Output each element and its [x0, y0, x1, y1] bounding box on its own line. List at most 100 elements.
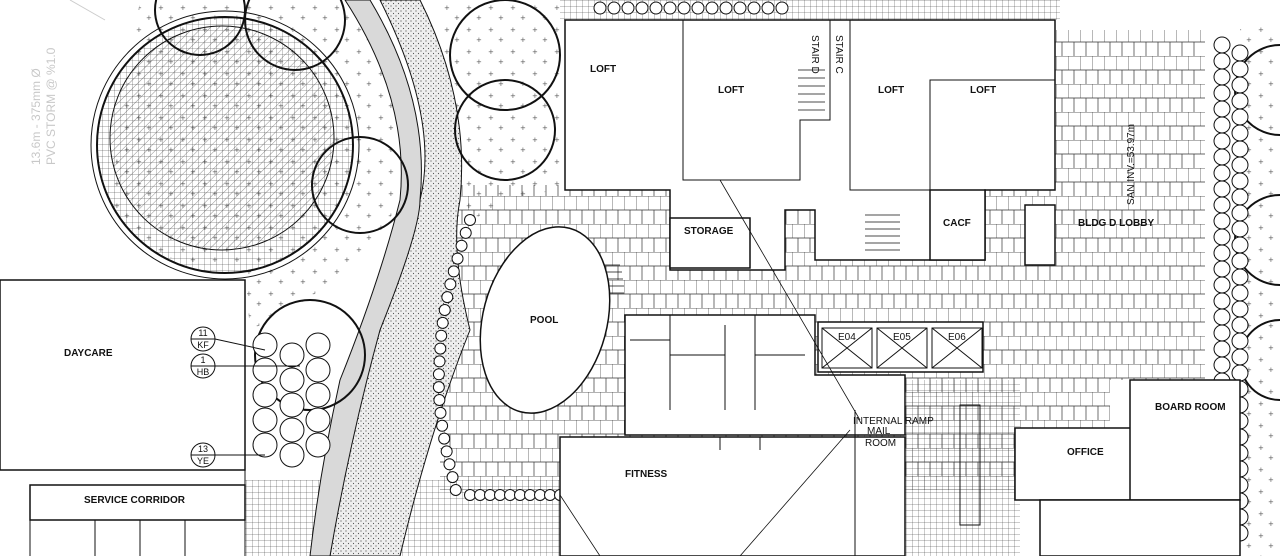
- label-stair-d: STAIR D: [809, 35, 820, 74]
- storm-annotation-1: 13.6m - 375mm Ø: [29, 68, 43, 165]
- shrub: [1231, 316, 1249, 334]
- plant-tag-kf: 11 KF: [190, 326, 266, 352]
- shrub: [1213, 164, 1231, 182]
- shrub: [444, 278, 457, 291]
- shrub: [1231, 332, 1249, 350]
- shrub: [305, 332, 331, 358]
- shrub: [1231, 284, 1249, 302]
- shrub: [279, 442, 305, 468]
- shrub: [305, 382, 331, 408]
- shrub: [747, 1, 761, 15]
- shrub: [1231, 188, 1249, 206]
- label-e05: E05: [893, 332, 911, 343]
- shrub: [436, 419, 449, 432]
- shrub: [1213, 340, 1231, 358]
- shrub: [663, 1, 677, 15]
- board-room: [1129, 379, 1241, 501]
- label-pool: POOL: [530, 315, 558, 326]
- shrub: [1231, 300, 1249, 318]
- hatched-lawn: [109, 25, 335, 251]
- shrub: [438, 304, 451, 316]
- shrub: [305, 357, 331, 383]
- label-storage: STORAGE: [684, 226, 734, 237]
- label-mail-room-1: MAIL: [867, 426, 891, 437]
- shrub: [1213, 324, 1231, 342]
- shrub: [1213, 308, 1231, 326]
- svg-text:13: 13: [198, 444, 208, 454]
- shrub: [449, 484, 462, 496]
- shrub: [1213, 148, 1231, 166]
- label-loft-4: LOFT: [970, 85, 996, 96]
- label-loft-3: LOFT: [878, 85, 904, 96]
- shrub: [451, 252, 464, 265]
- shrub: [1213, 180, 1231, 198]
- shrub: [705, 1, 719, 15]
- shrub: [775, 1, 789, 15]
- shrub: [1213, 36, 1231, 54]
- shrub: [1231, 348, 1249, 366]
- svg-text:1: 1: [200, 355, 205, 365]
- fitness-room: [559, 436, 906, 556]
- shrub: [733, 1, 747, 15]
- label-mail-room-2: ROOM: [865, 438, 896, 449]
- shrub: [1213, 116, 1231, 134]
- shrub: [1213, 228, 1231, 246]
- shrub: [252, 357, 278, 383]
- label-daycare: DAYCARE: [64, 348, 113, 359]
- stairs: [595, 69, 900, 294]
- north-paving: [560, 0, 1060, 20]
- label-stair-c: STAIR C: [833, 35, 844, 74]
- shrub: [1213, 260, 1231, 278]
- label-cacf: CACF: [943, 218, 971, 229]
- svg-text:YE: YE: [197, 456, 209, 466]
- shrub: [1231, 204, 1249, 222]
- shrub: [446, 471, 459, 484]
- label-loft-1: LOFT: [590, 64, 616, 75]
- shrub: [1231, 364, 1249, 382]
- shrub: [1213, 84, 1231, 102]
- shrub: [434, 406, 447, 419]
- label-fitness: FITNESS: [625, 469, 668, 480]
- shrub: [1213, 68, 1231, 86]
- shrub: [438, 432, 451, 445]
- shrub: [1231, 60, 1249, 78]
- shrub: [252, 382, 278, 408]
- shrub: [432, 368, 445, 381]
- plant-tag-ye: 13 YE: [190, 442, 265, 468]
- shrub: [514, 489, 526, 501]
- shrub: [1231, 172, 1249, 190]
- shrub: [279, 367, 305, 393]
- lawn-east: [1240, 20, 1280, 556]
- shrub: [1213, 212, 1231, 230]
- shrub: [252, 432, 278, 458]
- shrub: [1231, 220, 1249, 238]
- shrub: [1213, 132, 1231, 150]
- shrub: [1231, 140, 1249, 158]
- shrub: [279, 342, 305, 368]
- pool: [479, 226, 611, 414]
- shrub: [504, 489, 516, 501]
- shrub: [607, 1, 621, 15]
- svg-text:11: 11: [198, 328, 207, 338]
- label-loft-2: LOFT: [718, 85, 744, 96]
- shrub: [719, 1, 733, 15]
- shrub: [1231, 156, 1249, 174]
- shrub: [534, 489, 546, 501]
- label-board-room: BOARD ROOM: [1155, 402, 1226, 413]
- shrub: [1231, 76, 1249, 94]
- shrub: [305, 407, 331, 433]
- shrub: [1231, 108, 1249, 126]
- lawn-north: [440, 0, 560, 260]
- shrub: [649, 1, 663, 15]
- shrub: [447, 265, 460, 278]
- shrub: [464, 489, 476, 501]
- shrub: [635, 1, 649, 15]
- san-inv-annotation: SAN INV.=53.97m: [1126, 124, 1137, 205]
- shrub: [443, 458, 456, 471]
- shrub: [1213, 356, 1231, 374]
- elevator-cars: [821, 327, 983, 369]
- shrub: [433, 394, 446, 406]
- shrub: [484, 489, 496, 501]
- service-core: [624, 314, 906, 436]
